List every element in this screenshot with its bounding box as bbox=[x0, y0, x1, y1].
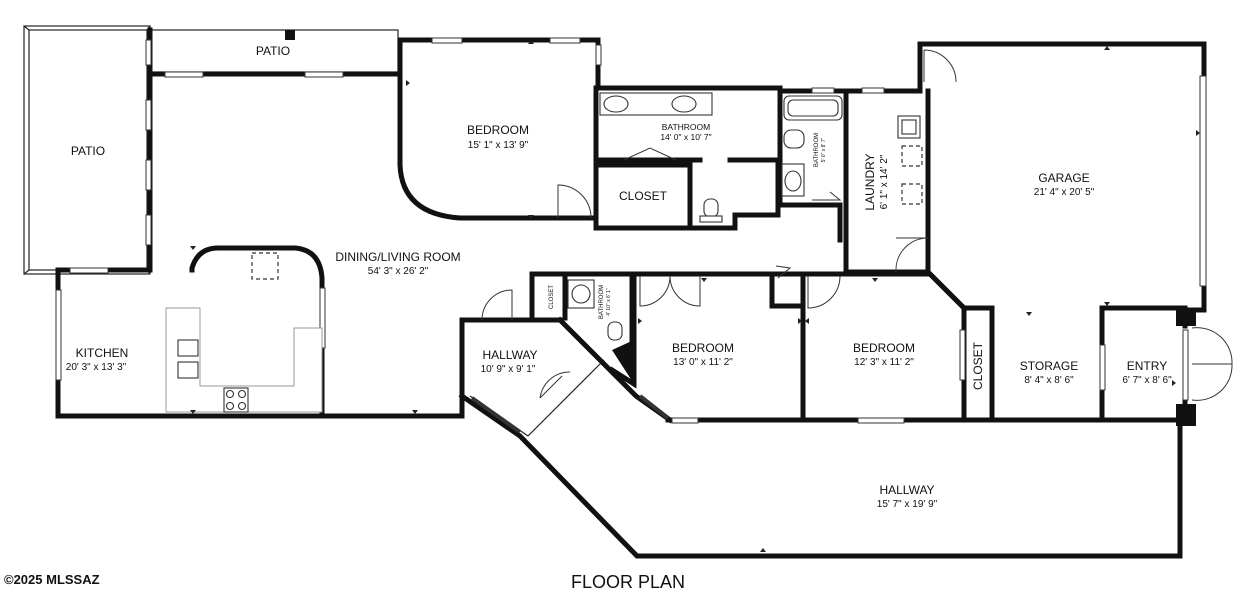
svg-text:PATIO: PATIO bbox=[256, 44, 290, 58]
svg-text:12' 3" x 11' 2": 12' 3" x 11' 2" bbox=[854, 357, 914, 368]
svg-text:14' 0" x 10' 7": 14' 0" x 10' 7" bbox=[660, 132, 711, 142]
copyright-notice: ©2025 MLSSAZ bbox=[4, 572, 100, 587]
room-laundry: LAUNDRY 6' 1" x 14' 2" bbox=[863, 153, 890, 210]
room-bedroom-main: BEDROOM 15' 1" x 13' 9" bbox=[467, 123, 529, 151]
room-entry: ENTRY 6' 7" x 8' 6" bbox=[1122, 359, 1172, 386]
svg-text:BEDROOM: BEDROOM bbox=[672, 341, 734, 355]
svg-text:8' 4" x 8' 6": 8' 4" x 8' 6" bbox=[1024, 375, 1074, 386]
svg-text:15' 7" x 19' 9": 15' 7" x 19' 9" bbox=[877, 499, 938, 510]
room-patio-top: PATIO bbox=[256, 44, 290, 58]
svg-text:BATHROOM: BATHROOM bbox=[662, 122, 710, 132]
svg-text:HALLWAY: HALLWAY bbox=[482, 348, 537, 362]
svg-text:4' 10" x 6' 1": 4' 10" x 6' 1" bbox=[606, 288, 612, 316]
svg-text:54' 3" x 26' 2": 54' 3" x 26' 2" bbox=[368, 266, 429, 277]
svg-text:PATIO: PATIO bbox=[71, 144, 105, 158]
svg-text:LAUNDRY: LAUNDRY bbox=[863, 153, 877, 210]
doors bbox=[481, 49, 1233, 401]
room-hallway-small: HALLWAY 10' 9" x 9' 1" bbox=[481, 348, 538, 375]
svg-text:CLOSET: CLOSET bbox=[619, 189, 668, 203]
room-dining-living: DINING/LIVING ROOM 54' 3" x 26' 2" bbox=[335, 250, 460, 277]
svg-text:BATHROOM: BATHROOM bbox=[599, 285, 605, 319]
svg-text:BATHROOM: BATHROOM bbox=[814, 133, 820, 167]
svg-text:KITCHEN: KITCHEN bbox=[76, 346, 129, 360]
svg-text:CLOSET: CLOSET bbox=[971, 341, 985, 390]
room-closet-small: CLOSET bbox=[549, 285, 555, 309]
svg-text:ENTRY: ENTRY bbox=[1127, 359, 1167, 373]
svg-text:15' 1" x 13' 9": 15' 1" x 13' 9" bbox=[468, 140, 529, 151]
svg-text:STORAGE: STORAGE bbox=[1020, 359, 1078, 373]
walls bbox=[55, 27, 1207, 559]
svg-text:HALLWAY: HALLWAY bbox=[879, 483, 934, 497]
room-bedroom-3: BEDROOM 12' 3" x 11' 2" bbox=[853, 341, 915, 368]
svg-text:DINING/LIVING ROOM: DINING/LIVING ROOM bbox=[335, 250, 460, 264]
direction-ticks bbox=[190, 40, 1200, 552]
svg-text:6' 7" x 8' 6": 6' 7" x 8' 6" bbox=[1122, 375, 1172, 386]
room-bathroom-main: BATHROOM 14' 0" x 10' 7" bbox=[660, 122, 711, 142]
svg-text:BEDROOM: BEDROOM bbox=[853, 341, 915, 355]
plan-title: FLOOR PLAN bbox=[571, 572, 685, 592]
room-bedroom-2: BEDROOM 13' 0" x 11' 2" bbox=[672, 341, 734, 368]
svg-text:13' 0" x 11' 2": 13' 0" x 11' 2" bbox=[673, 357, 733, 368]
windows bbox=[55, 37, 1207, 434]
room-bathroom-small: BATHROOM 5' 0" x 8' 7" bbox=[814, 133, 827, 167]
room-patio-left: PATIO bbox=[71, 144, 105, 158]
room-closet-main: CLOSET bbox=[619, 189, 668, 203]
svg-text:21' 4" x 20' 5": 21' 4" x 20' 5" bbox=[1034, 187, 1095, 198]
room-kitchen: KITCHEN 20' 3" x 13' 3" bbox=[66, 346, 129, 373]
room-closet-storage: CLOSET bbox=[971, 341, 985, 390]
svg-text:CLOSET: CLOSET bbox=[549, 285, 555, 309]
room-bathroom-hall: BATHROOM 4' 10" x 6' 1" bbox=[599, 285, 612, 319]
fixtures bbox=[165, 92, 923, 413]
room-garage: GARAGE 21' 4" x 20' 5" bbox=[1034, 171, 1095, 198]
svg-text:5' 0" x 8' 7": 5' 0" x 8' 7" bbox=[821, 137, 827, 162]
wall-wedge bbox=[612, 340, 634, 384]
svg-text:10' 9" x 9' 1": 10' 9" x 9' 1" bbox=[481, 364, 536, 375]
svg-text:6' 1" x 14' 2": 6' 1" x 14' 2" bbox=[879, 154, 890, 209]
svg-text:BEDROOM: BEDROOM bbox=[467, 123, 529, 137]
room-hallway-large: HALLWAY 15' 7" x 19' 9" bbox=[877, 483, 938, 510]
svg-text:20' 3" x 13' 3": 20' 3" x 13' 3" bbox=[66, 362, 127, 373]
svg-text:GARAGE: GARAGE bbox=[1038, 171, 1089, 185]
room-storage: STORAGE 8' 4" x 8' 6" bbox=[1020, 359, 1078, 386]
